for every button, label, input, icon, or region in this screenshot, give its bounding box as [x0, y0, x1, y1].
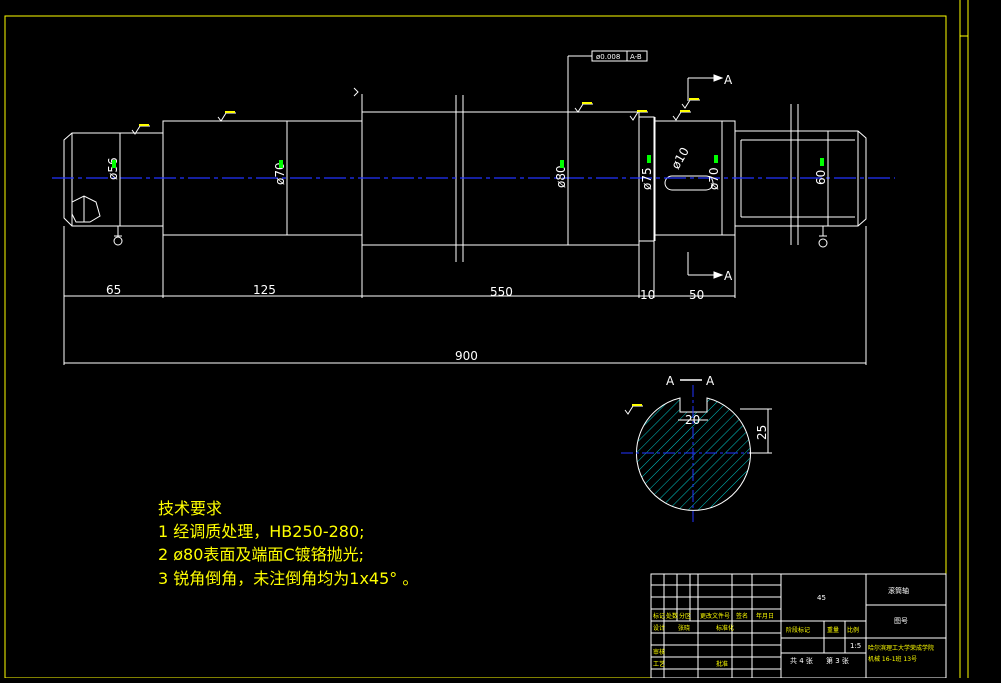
dim-50: 50	[689, 288, 704, 302]
tolerance-tags	[112, 155, 824, 168]
length-labels: 65 125 550 10 50 900	[106, 283, 704, 363]
dim-d70: ø70	[273, 162, 287, 185]
diameter-dim-lines	[119, 112, 829, 245]
tb-material: 45	[817, 594, 826, 602]
dim-d80: ø80	[554, 165, 568, 188]
gdt-datum: A-B	[630, 53, 642, 61]
dim-65: 65	[106, 283, 121, 297]
sheet-edge	[959, 0, 969, 678]
tb-scale-label: 比例	[847, 626, 859, 634]
dim-900: 900	[455, 349, 478, 363]
dim-10: 10	[640, 288, 655, 302]
dim-d56: ø56	[106, 157, 120, 180]
tb-row-process: 工艺	[653, 660, 665, 668]
dim-60: 60	[814, 170, 828, 185]
section-title-a-left: A	[666, 374, 675, 388]
tb-scale: 1:5	[850, 642, 861, 650]
dim-key-20: 20	[685, 413, 700, 427]
tb-school-line1: 哈尔滨理工大学荣成学院	[868, 644, 934, 652]
tb-standardize: 标准化	[716, 624, 734, 632]
tech-requirement-3: 3 锐角倒角，未注倒角均为1x45° 。	[158, 569, 418, 588]
dim-d75: ø75	[640, 167, 654, 190]
section-cut-indicators	[687, 74, 724, 279]
dim-d10: ø10	[668, 145, 691, 172]
section-view: A A 20 25	[621, 374, 772, 522]
dim-d70-keyway: ø70	[707, 167, 721, 190]
dim-125: 125	[253, 283, 276, 297]
tb-stage-label: 阶段标记	[786, 626, 810, 634]
tech-requirements-title: 技术要求	[158, 499, 222, 518]
tb-approve: 批准	[716, 660, 728, 668]
tech-requirement-1: 1 经调质处理，HB250-280;	[158, 522, 365, 541]
tb-sheet-total: 共 4 张	[790, 656, 813, 665]
title-block-text: 45 滚筒轴 图号 阶段标记 重量 比例 1:5 共 4 张 第 3 张 哈尔滨…	[653, 586, 934, 668]
section-label-a-bottom: A	[724, 269, 733, 283]
finish-values	[139, 98, 699, 406]
surface-finish-marks	[131, 87, 700, 415]
gdt-frame: ø0.008 A-B	[567, 50, 648, 112]
tb-row-design: 设计	[653, 624, 665, 632]
section-title-a-right: A	[706, 374, 715, 388]
tb-header-mark: 标记	[653, 612, 665, 620]
center-hole	[71, 195, 101, 223]
tb-header-date: 年月日	[756, 612, 774, 620]
tb-sheet-no: 第 3 张	[826, 656, 849, 665]
dim-550: 550	[490, 285, 513, 299]
tech-requirements: 技术要求 1 经调质处理，HB250-280; 2 ø80表面及端面C镀铬抛光;…	[158, 499, 418, 588]
datum-symbols	[113, 226, 828, 248]
gdt-value: ø0.008	[596, 53, 620, 61]
tb-designer: 张晓	[678, 624, 690, 632]
tb-header-change: 更改文件号	[700, 612, 730, 620]
tb-row-review: 审核	[653, 648, 665, 656]
diameter-labels: ø56 ø70 ø80 ø75 ø70 ø10 60	[106, 145, 828, 190]
tb-drawing-no: 图号	[894, 617, 908, 625]
tb-weight-label: 重量	[827, 626, 839, 634]
section-label-a-top: A	[724, 73, 733, 87]
tb-header-sign: 签名	[736, 612, 748, 620]
tb-header-count: 处数	[666, 612, 678, 620]
tb-school-line2: 机械 16-1班 13号	[868, 655, 917, 663]
dimension-lines	[64, 295, 866, 364]
tb-header-zone: 分区	[679, 612, 691, 620]
tb-part-name: 滚筒轴	[888, 586, 909, 595]
dim-key-25: 25	[755, 425, 769, 440]
drawing-frame	[4, 15, 947, 679]
tech-requirement-2: 2 ø80表面及端面C镀铬抛光;	[158, 545, 364, 564]
